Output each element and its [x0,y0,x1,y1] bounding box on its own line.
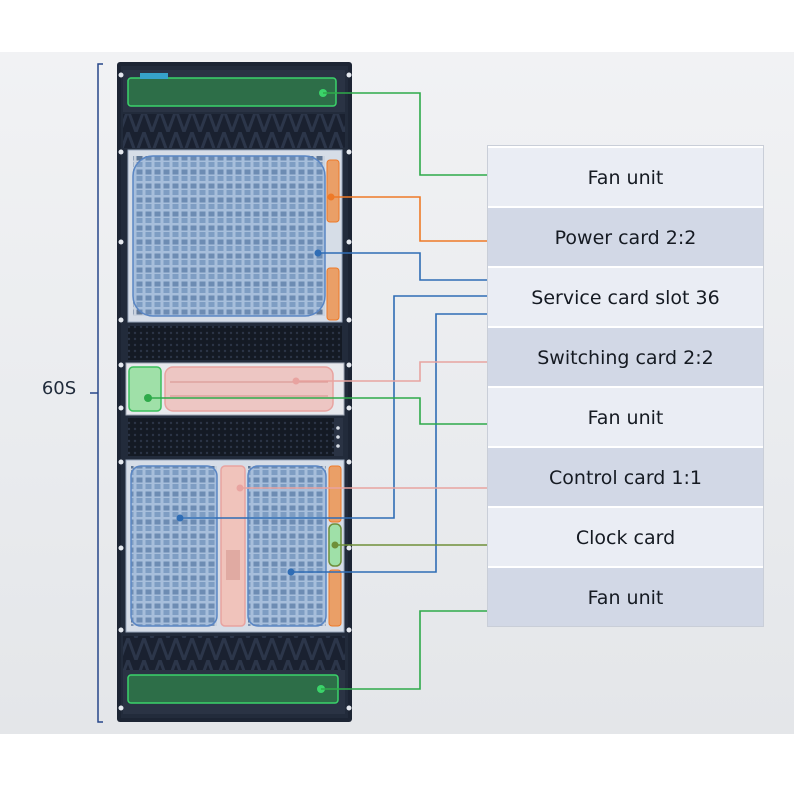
leader-line-service-lower-left [180,295,487,519]
leader-line-service-upper [318,252,487,281]
leader-line-fan-top [323,92,487,176]
label-fan-unit-top: Fan unit [488,146,763,206]
leader-line-power [331,196,487,242]
leader-line-switching [296,361,487,382]
leader-line-fan-bottom [321,610,487,690]
upper-service-shelf [127,149,343,323]
lower-service-shelf [125,459,345,633]
leader-lines [148,92,487,690]
switching-shelf [125,362,345,416]
label-switching-card: Switching card 2:2 [488,326,763,386]
vent-grill [128,418,334,456]
mounting-screws [118,72,352,711]
height-bracket [97,63,103,723]
label-service-card: Service card slot 36 [488,266,763,326]
label-control-card: Control card 1:1 [488,446,763,506]
component-label-table: Fan unit Power card 2:2 Service card slo… [487,145,764,627]
label-fan-unit-mid: Fan unit [488,386,763,446]
label-fan-unit-bottom: Fan unit [488,566,763,626]
top-fan-tray [123,70,345,148]
leader-line-fan-mid [148,397,487,425]
bottom-fan-tray [123,636,345,714]
label-power-card: Power card 2:2 [488,206,763,266]
leader-line-service-lower-right [291,313,487,573]
vent-grill [128,326,342,360]
label-clock-card: Clock card [488,506,763,566]
rack-size-label: 60S [41,378,77,399]
